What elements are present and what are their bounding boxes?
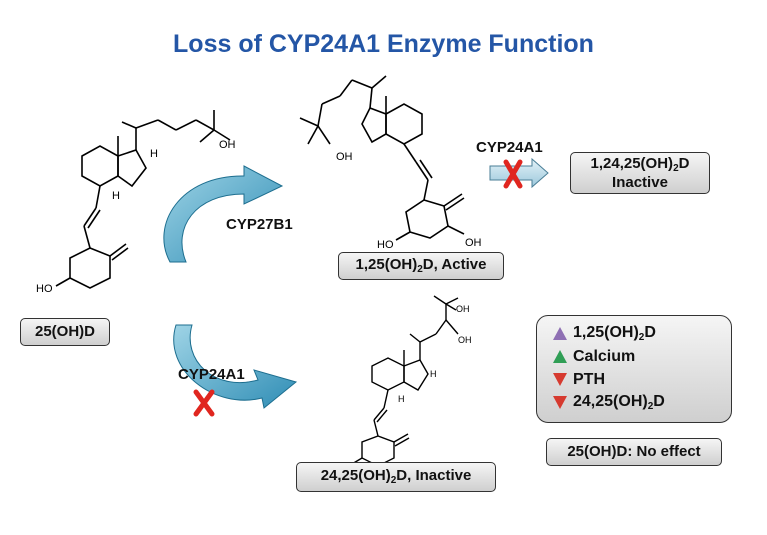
atom-label-h: H xyxy=(430,369,437,379)
molecule-24-25-oh2d xyxy=(351,295,459,467)
block-arrow-icon xyxy=(489,157,549,189)
inactive-24-label: 24,25(OH)2D, Inactive xyxy=(320,467,472,487)
enzyme-label-cyp24a1-top: CYP24A1 xyxy=(476,139,543,156)
triangle-down-icon xyxy=(553,373,567,386)
triangle-up-icon xyxy=(553,327,567,340)
triangle-up-icon xyxy=(553,350,567,363)
molecule-25ohd xyxy=(55,110,231,289)
atom-label-ho: HO xyxy=(36,283,53,295)
atom-label-h: H xyxy=(398,394,405,404)
triangle-down-icon xyxy=(553,396,567,409)
active-metabolite-label: 1,25(OH)2D, Active xyxy=(355,256,487,276)
active-metabolite-box: 1,25(OH)2D, Active xyxy=(338,252,504,280)
enzyme-label-cyp27b1: CYP27B1 xyxy=(226,216,293,233)
substrate-label: 25(OH)D xyxy=(34,323,95,341)
cross-mark-icon xyxy=(193,389,215,417)
atom-label-h: H xyxy=(150,148,158,160)
inactive-124-label: 1,24,25(OH)2D Inactive xyxy=(590,154,690,192)
effect-row: 24,25(OH)2D xyxy=(553,391,731,414)
atom-label-h: H xyxy=(112,190,120,202)
atom-label-oh: OH xyxy=(458,335,472,345)
effect-row: Calcium xyxy=(553,345,731,368)
atom-label-ho: HO xyxy=(377,239,394,251)
effects-panel: 1,25(OH)2D Calcium PTH 24,25(OH)2D xyxy=(536,315,732,423)
atom-label-oh: OH xyxy=(465,237,482,249)
inactive-124-box: 1,24,25(OH)2D Inactive xyxy=(570,152,710,194)
curved-arrow-down-icon xyxy=(173,324,298,409)
atom-label-oh: OH xyxy=(456,304,470,314)
substrate-box: 25(OH)D xyxy=(20,318,110,346)
no-effect-box: 25(OH)D: No effect xyxy=(546,438,722,466)
atom-label-oh: OH xyxy=(219,139,236,151)
effect-row: PTH xyxy=(553,368,731,391)
molecule-1-25-oh2d xyxy=(299,75,465,241)
page-title: Loss of CYP24A1 Enzyme Function xyxy=(173,30,594,58)
no-effect-label: 25(OH)D: No effect xyxy=(567,443,701,461)
curved-arrow-up-icon xyxy=(163,165,284,263)
atom-label-oh: OH xyxy=(336,151,353,163)
cross-mark-icon xyxy=(503,159,523,189)
inactive-24-box: 24,25(OH)2D, Inactive xyxy=(296,462,496,492)
enzyme-label-cyp24a1-bottom: CYP24A1 xyxy=(178,366,245,383)
effect-row: 1,25(OH)2D xyxy=(553,322,731,345)
